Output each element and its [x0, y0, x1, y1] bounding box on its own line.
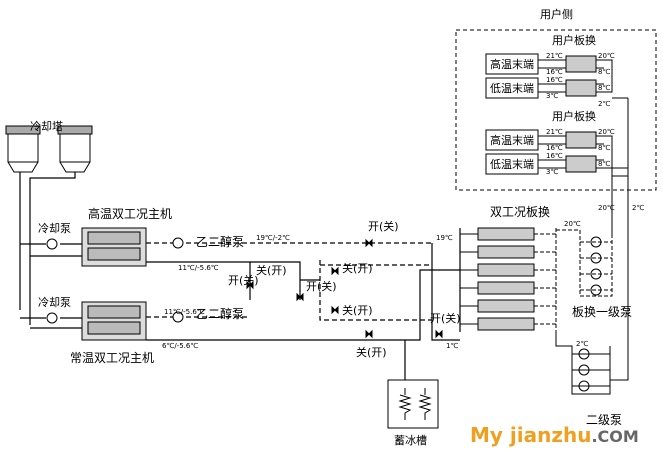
user-hx-1-pipes [538, 59, 628, 99]
temp-19: 19℃ [436, 234, 453, 242]
ice-tank-label: 蓄冰槽 [394, 434, 427, 447]
glycol-pump-bottom [172, 311, 184, 323]
user-hx-1a [565, 55, 597, 73]
normal-temp-chiller [81, 301, 147, 341]
u2-20: 20℃ [598, 128, 615, 136]
cooling-pump-top-label: 冷却泵 [38, 222, 71, 235]
high-terminal-2 [485, 129, 539, 151]
glycol-pump-top-label: 乙二醇泵 [196, 234, 244, 249]
valve-right-label: 开(关) [430, 311, 461, 325]
low-terminal-2-label: 低温末端 [490, 157, 534, 171]
valve-right [435, 329, 443, 339]
u1-8a: 8℃ [598, 68, 610, 76]
temp-20-user: 20℃ [598, 204, 615, 212]
u1-20: 20℃ [598, 52, 615, 60]
temp-1: 1℃ [446, 342, 458, 350]
u1-16b: 16℃ [546, 76, 563, 84]
valve-mid-label: 关(开) [256, 263, 287, 277]
valve-top [365, 238, 373, 248]
valve-mid [296, 292, 304, 302]
normal-temp-chiller-label: 常温双工况主机 [70, 351, 154, 365]
temp-11-top: 11℃/-5.6℃ [178, 264, 219, 272]
high-temp-chiller [81, 227, 147, 267]
cooling-pump-top [46, 238, 58, 250]
glycol-pump-bottom-label: 乙二醇泵 [196, 306, 244, 321]
high-terminal-1-label: 高温末端 [490, 57, 534, 71]
u2-8a: 8℃ [598, 144, 610, 152]
valve-left-label: 开(关) [228, 273, 259, 287]
u1-8b: 8℃ [598, 84, 610, 92]
u1-2: 2℃ [598, 100, 610, 108]
u1-16a: 16℃ [546, 68, 563, 76]
temp-20-hx: 20℃ [564, 220, 581, 228]
temp-2-riser: 2℃ [632, 204, 644, 212]
user-hx-1b [565, 79, 597, 97]
valve-bottom-label: 关(开) [356, 345, 387, 359]
u2-16a: 16℃ [546, 144, 563, 152]
u2-3: 3℃ [546, 168, 558, 176]
low-terminal-1-label: 低温末端 [490, 81, 534, 95]
u1-21: 21℃ [546, 52, 563, 60]
valve-right2 [331, 305, 339, 315]
user-hx-1-label: 用户板换 [552, 33, 596, 47]
cooling-water-pipes [19, 172, 82, 329]
low-terminal-1 [485, 77, 539, 99]
cooling-pump-bottom-label: 冷却泵 [38, 296, 71, 309]
valve-mid-left [246, 280, 254, 290]
watermark-site: jianzhu [509, 423, 592, 447]
valve-right2-label: 关(开) [342, 303, 373, 317]
watermark: My jianzhu.COM [470, 423, 639, 447]
valve-bottom [365, 329, 373, 339]
user-hx-2b [565, 155, 597, 173]
dual-hx-label: 双工况板换 [490, 205, 550, 219]
u2-16b: 16℃ [546, 152, 563, 160]
valve-top-label: 开(关) [368, 219, 399, 233]
ice-tank [387, 379, 439, 429]
cooling-tower-left [5, 125, 41, 173]
watermark-dot: .COM [591, 427, 638, 446]
valve-right1-label: 关(开) [342, 261, 373, 275]
low-terminal-2 [485, 153, 539, 175]
user-hx-2-label: 用户板换 [552, 109, 596, 123]
riser-pipes [611, 98, 629, 236]
high-terminal-1 [485, 53, 539, 75]
temp-19-m2: 19℃/-2℃ [256, 234, 290, 242]
valves [246, 238, 443, 339]
valve-mid2-label: 开(关) [306, 279, 337, 293]
u1-3: 3℃ [546, 92, 558, 100]
glycol-pump-top [172, 237, 184, 249]
u2-21: 21℃ [546, 128, 563, 136]
high-temp-chiller-label: 高温双工况主机 [88, 206, 172, 221]
hx-pump-pipes [556, 229, 613, 297]
hx-primary-pump-label: 板换一级泵 [572, 305, 632, 319]
watermark-my: My [470, 423, 510, 447]
user-hx-2-pipes [538, 135, 628, 177]
user-side-label: 用户侧 [540, 7, 573, 21]
temp-2-sec: 2℃ [576, 340, 588, 348]
glycol-pipes [146, 228, 461, 380]
hx-primary-pumps [590, 236, 602, 296]
dual-hx-bank [460, 227, 557, 331]
cooling-pump-bottom [46, 312, 58, 324]
user-hx-2a [565, 131, 597, 149]
user-side-box [455, 29, 657, 191]
temp-11-bottom: 11℃/-5.6℃ [164, 308, 205, 316]
cooling-tower-label: 冷却塔 [30, 120, 63, 133]
u2-8b: 8℃ [598, 160, 610, 168]
temp-6: 6℃/-5.6℃ [162, 342, 198, 350]
valve-right1 [331, 266, 339, 276]
secondary-pump-label: 二级泵 [586, 413, 622, 427]
secondary-pump-pipes [555, 98, 629, 395]
cooling-tower-right [57, 125, 93, 173]
high-terminal-2-label: 高温末端 [490, 133, 534, 147]
